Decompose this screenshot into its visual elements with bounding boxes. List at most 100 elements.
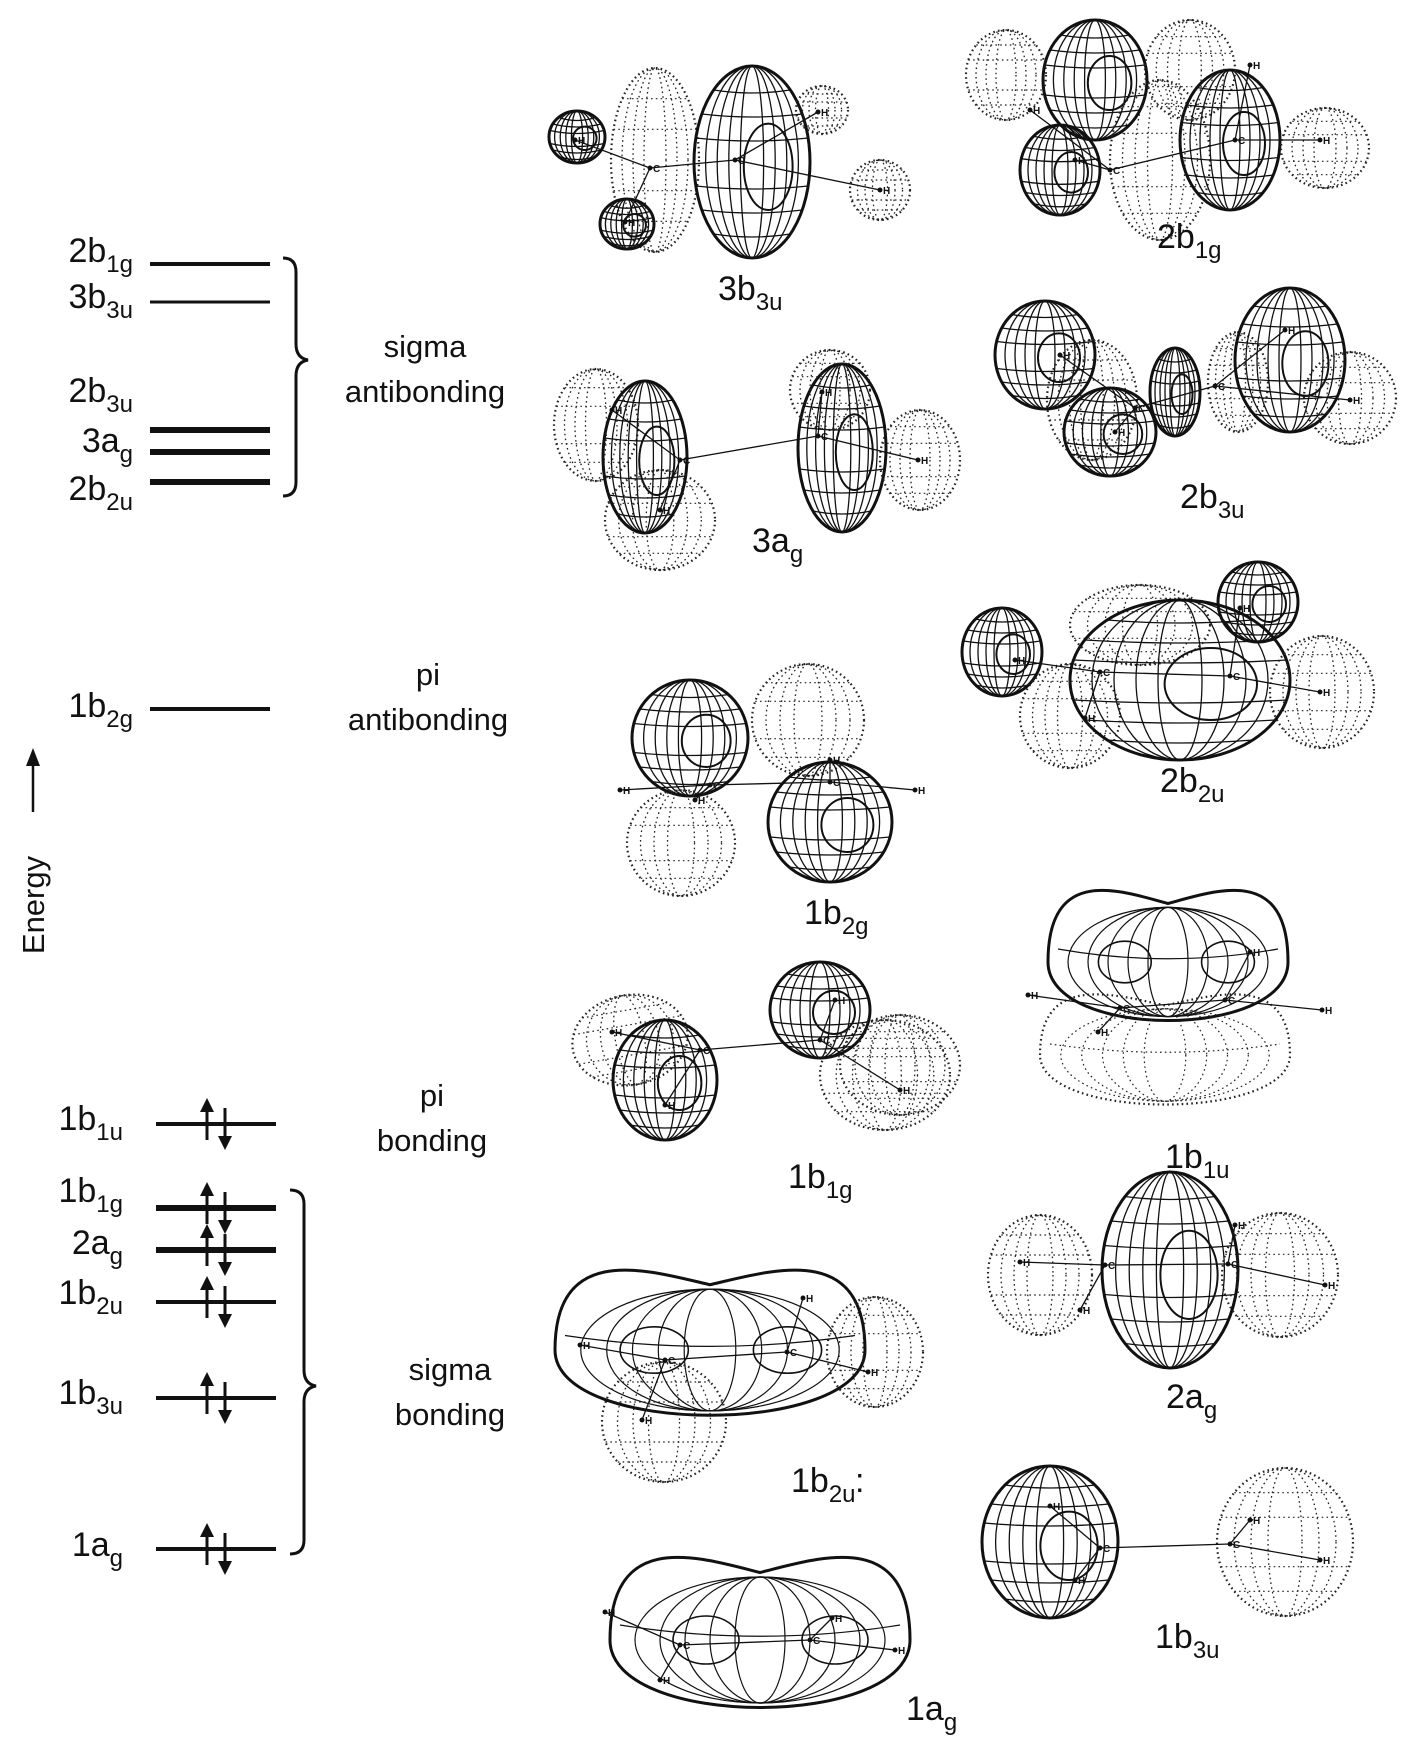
bond-line bbox=[1074, 1547, 1101, 1581]
atom-label: H bbox=[663, 506, 670, 517]
atom-label: H bbox=[821, 108, 828, 119]
orbital-label-1b1g: 1b1g bbox=[788, 1158, 853, 1204]
atom-center bbox=[1237, 605, 1243, 611]
solid-lobe bbox=[1041, 18, 1149, 142]
atom-label: H bbox=[871, 1368, 878, 1379]
orbital-label-1ag: 1ag bbox=[906, 1690, 957, 1736]
atom-label: C bbox=[1123, 1004, 1130, 1015]
bond-line bbox=[1079, 1264, 1106, 1311]
bond-line bbox=[1059, 354, 1136, 409]
atom-label: H bbox=[1018, 656, 1025, 667]
bond-line bbox=[579, 1344, 666, 1361]
dotted-lobe bbox=[609, 66, 701, 254]
dotted-lobe bbox=[603, 468, 717, 572]
level-label: 3b3u bbox=[68, 278, 133, 324]
sigma-bonding-brace bbox=[289, 1188, 317, 1556]
atom-center bbox=[1282, 327, 1288, 333]
atom-center bbox=[577, 1342, 583, 1348]
atom-label: C bbox=[813, 1636, 820, 1647]
atom-label: H bbox=[1101, 1028, 1108, 1039]
atom-center bbox=[827, 757, 833, 763]
orbital-label-2b1g: 2b1g bbox=[1157, 218, 1222, 264]
level-label: 1b2u bbox=[58, 1274, 123, 1320]
energy-level-2b3u: 2b3u bbox=[68, 372, 270, 433]
atom-label: H bbox=[645, 1416, 652, 1427]
atom-center bbox=[1227, 1541, 1233, 1547]
bond-line bbox=[1019, 1261, 1106, 1266]
bond-line bbox=[786, 1351, 869, 1373]
level-label: 1ag bbox=[72, 1526, 123, 1572]
bond-line bbox=[1014, 659, 1101, 673]
atom-center bbox=[697, 1047, 703, 1053]
solid-lobe bbox=[611, 1018, 719, 1142]
atom-label: C bbox=[683, 1641, 690, 1652]
atom-label: C bbox=[821, 432, 828, 443]
sigma-antibonding-label-line1: sigma bbox=[384, 329, 467, 364]
bond-line bbox=[659, 459, 681, 511]
orbital-label-2b3u: 2b3u bbox=[1180, 478, 1245, 524]
atom-label: H bbox=[1063, 351, 1070, 362]
level-label: 1b3u bbox=[58, 1374, 123, 1420]
bond-line bbox=[659, 1644, 681, 1681]
atom-center bbox=[1117, 1005, 1123, 1011]
bond-line bbox=[1227, 1224, 1236, 1265]
atom-label: H bbox=[838, 996, 845, 1007]
dotted-lobe bbox=[1268, 634, 1376, 750]
bond-line bbox=[1224, 951, 1251, 1001]
bond-line bbox=[809, 1639, 896, 1651]
energy-level-1b2u: 1b2u bbox=[58, 1274, 276, 1328]
atom-center bbox=[1072, 1577, 1078, 1583]
bond-line bbox=[624, 167, 651, 223]
bond-line bbox=[819, 1039, 901, 1091]
sigma-bonding-label-line2: bonding bbox=[395, 1397, 505, 1432]
solid-lobe bbox=[980, 1464, 1120, 1620]
atom-center bbox=[897, 1087, 903, 1093]
dotted-lobe bbox=[788, 348, 872, 432]
atom-center bbox=[865, 1369, 871, 1375]
atom-label: H bbox=[835, 1614, 842, 1625]
bond-line bbox=[709, 781, 831, 786]
atom-center bbox=[892, 1647, 898, 1653]
energy-level-3ag: 3ag bbox=[82, 422, 270, 468]
dotted-lobe bbox=[552, 367, 640, 483]
atom-center bbox=[1102, 1262, 1108, 1268]
atom-center bbox=[815, 433, 821, 439]
atom-center bbox=[1232, 137, 1238, 143]
atom-label: H bbox=[628, 218, 635, 229]
bond-line bbox=[679, 435, 819, 461]
atom-center bbox=[617, 787, 623, 793]
atom-label: C bbox=[1218, 382, 1225, 393]
orbital-label-2ag: 2ag bbox=[1166, 1378, 1217, 1424]
atom-label: H bbox=[1031, 991, 1038, 1002]
atom-center bbox=[1247, 1517, 1253, 1523]
dotted-lobe bbox=[1143, 18, 1237, 122]
solid-lobe bbox=[796, 362, 888, 534]
orbital-label-1b3u: 1b3u bbox=[1155, 1618, 1220, 1664]
dotted-lobe bbox=[818, 1018, 952, 1132]
bond-line bbox=[619, 784, 711, 791]
electron-pair-arrows bbox=[200, 1224, 232, 1276]
atom-label: C bbox=[713, 781, 720, 792]
atom-center bbox=[1322, 1282, 1328, 1288]
atom-label: H bbox=[903, 1086, 910, 1097]
bond-line bbox=[1229, 1519, 1251, 1545]
solid-sausage-lobe bbox=[553, 1268, 867, 1417]
dotted-lobe bbox=[964, 28, 1048, 122]
atom-center bbox=[912, 787, 918, 793]
atom-label: H bbox=[825, 388, 832, 399]
bond-line bbox=[1049, 1505, 1101, 1549]
atom-center bbox=[915, 457, 921, 463]
solid-lobe bbox=[1216, 560, 1300, 644]
solid-lobe bbox=[1100, 1170, 1240, 1370]
bond-line bbox=[1214, 385, 1351, 401]
atom-label: H bbox=[1253, 61, 1260, 72]
atom-center bbox=[707, 782, 713, 788]
atom-label: C bbox=[1113, 166, 1120, 177]
atom-center bbox=[1222, 997, 1228, 1003]
sigma-antibonding-brace bbox=[282, 256, 309, 498]
sigma-antibonding-label-line2: antibonding bbox=[345, 374, 505, 409]
solid-sausage-lobe bbox=[1046, 888, 1290, 1022]
